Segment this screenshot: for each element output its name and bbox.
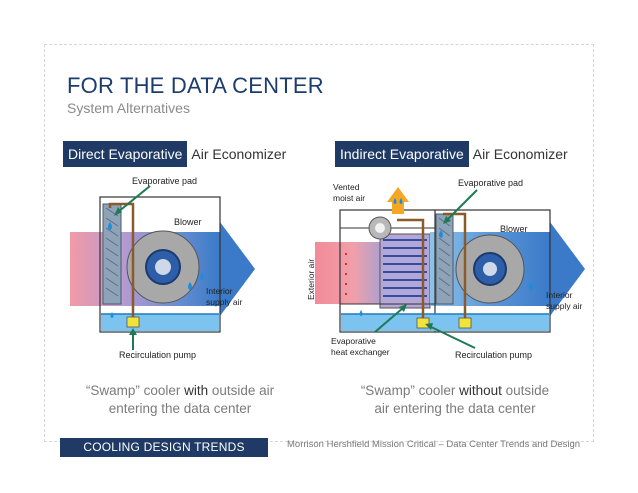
label-hx-2: heat exchanger (331, 347, 390, 357)
label-blower: Blower (500, 224, 528, 234)
recirculation-pump (126, 316, 140, 328)
left-caption-c: outside air (208, 383, 275, 398)
left-header-light: Air Economizer (191, 146, 287, 162)
water-drop-icon (188, 282, 192, 290)
evaporative-pad (435, 213, 454, 305)
label-supply-1: Interior (546, 290, 573, 300)
right-caption: “Swamp” cooler without outside air enter… (330, 382, 580, 418)
footer-badge: COOLING DESIGN TRENDS (60, 438, 268, 457)
right-caption-line2: air entering the data center (374, 401, 536, 416)
recirculation-pipe (108, 202, 135, 322)
vented-air-arrow (387, 187, 409, 214)
footer-text: Morrison Hershfield Mission Critical – D… (287, 439, 581, 450)
left-caption-a: “Swamp” cooler (85, 383, 185, 398)
right-caption-a: “Swamp” cooler (360, 383, 460, 398)
label-hx-1: Evaporative (331, 336, 376, 346)
label-vented-2: moist air (333, 193, 365, 203)
evaporative-pad (102, 203, 122, 305)
unit-housing (99, 196, 221, 333)
water-drop-icon (399, 198, 403, 204)
right-header-dark: Indirect Evaporative (335, 141, 469, 167)
label-evaporative-pad: Evaporative pad (458, 178, 523, 188)
label-supply-2: supply air (546, 301, 583, 311)
right-header-light: Air Economizer (472, 146, 568, 162)
label-recirculation-pump: Recirculation pump (455, 350, 532, 360)
label-recirculation-pump: Recirculation pump (119, 350, 196, 360)
recirculation-pump (458, 317, 472, 329)
water-drop-icon (108, 222, 112, 230)
supply-air-arrow (220, 222, 255, 316)
unit-housing (339, 209, 551, 333)
slide-title: FOR THE DATA CENTER (67, 73, 324, 98)
water-drop-icon (439, 230, 443, 238)
label-evaporative-pad: Evaporative pad (132, 176, 197, 186)
left-caption-line2: entering the data center (108, 401, 252, 416)
left-panel-header: Direct Evaporative Air Economizer (63, 141, 290, 167)
water-drop-icon (110, 312, 114, 318)
water-sump (341, 314, 549, 331)
recirculation-pump (416, 317, 430, 329)
water-drop-icon (200, 272, 204, 280)
supply-air-arrow (550, 222, 585, 316)
left-caption: “Swamp” cooler with outside air entering… (60, 382, 300, 418)
water-drop-icon (393, 198, 397, 204)
water-sump (101, 314, 219, 331)
water-drop-icon (359, 310, 363, 316)
slide-frame (44, 44, 594, 442)
slide-subtitle: System Alternatives (67, 100, 190, 116)
left-caption-emphasis: with (184, 383, 209, 398)
right-panel-header: Indirect Evaporative Air Economizer (335, 141, 572, 167)
label-supply-2: supply air (206, 297, 243, 307)
left-header-dark: Direct Evaporative (63, 141, 188, 167)
right-caption-emphasis: without (459, 383, 502, 398)
label-blower: Blower (174, 217, 202, 227)
water-drop-icon (529, 282, 533, 290)
direct-evaporative-diagram: Evaporative pad Blower Interior supply a… (70, 176, 255, 360)
recirculation-pipe (443, 212, 467, 322)
recirculation-pipe (397, 218, 425, 322)
indirect-evaporative-diagram: Vented moist air Evaporative pad Blower … (306, 178, 585, 360)
label-exterior-air: Exterior air (306, 259, 316, 300)
exterior-air-stream (315, 242, 380, 304)
right-caption-c: outside (501, 383, 550, 398)
label-vented-1: Vented (333, 182, 360, 192)
label-supply-1: Interior (206, 286, 233, 296)
